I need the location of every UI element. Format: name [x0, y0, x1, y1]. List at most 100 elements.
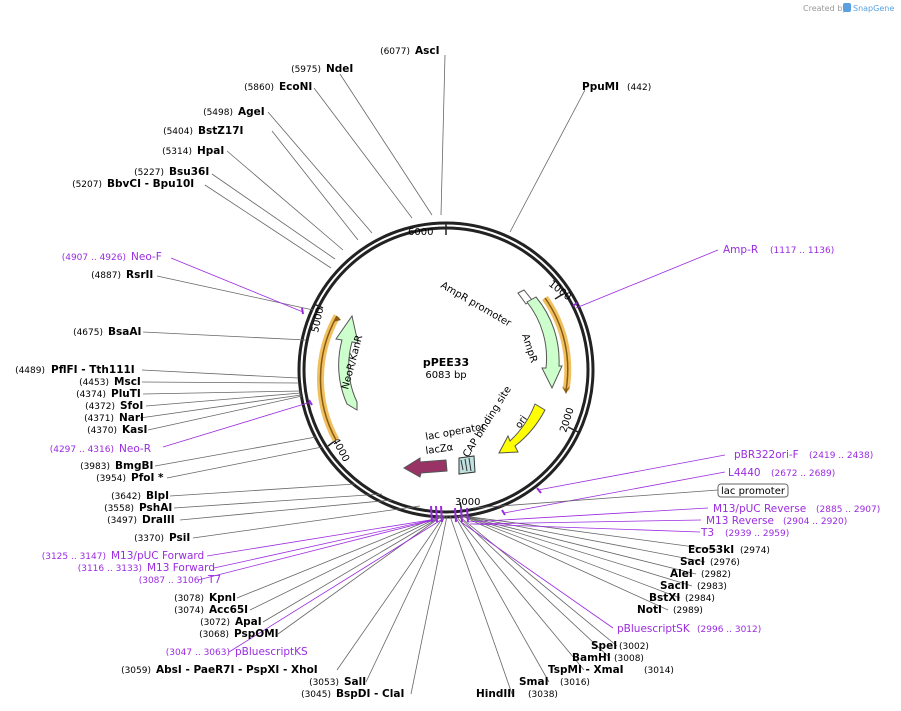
site-pos: (5227) [134, 168, 164, 178]
plasmid-length: 6083 bp [425, 370, 466, 381]
site-pos: (3045) [301, 690, 331, 700]
lac-promoter-box[interactable] [717, 483, 789, 498]
site-name[interactable]: PspOMI [234, 628, 279, 640]
site-name[interactable]: SalI [344, 676, 366, 688]
primer-pos: (3116 .. 3133) [78, 564, 142, 574]
primer-name[interactable]: pBluescriptSK [617, 623, 691, 635]
site-name[interactable]: SfoI [120, 400, 143, 412]
credit-prefix: Created by [803, 4, 847, 13]
site-name[interactable]: AgeI [238, 106, 265, 118]
site-name[interactable]: EcoNI [279, 81, 312, 93]
site-name[interactable]: BamHI [572, 652, 611, 664]
primer-labels: Amp-R (1117 .. 1136) (4907 .. 4926) Neo-… [42, 244, 881, 658]
site-name[interactable]: Acc65I [209, 604, 248, 616]
site-pos: (3983) [80, 462, 110, 472]
site-name[interactable]: PpuMI [582, 81, 619, 93]
primer-pos: (2885 .. 2907) [816, 505, 880, 515]
site-pos: (5975) [291, 65, 321, 75]
site-name[interactable]: SacI [680, 556, 705, 568]
neor-feature-arrow[interactable] [335, 314, 359, 411]
primer-pos: (2419 .. 2438) [809, 451, 873, 461]
primer-name[interactable]: pBR322ori-F [734, 449, 799, 461]
site-name[interactable]: DraIII [142, 514, 175, 526]
site-name[interactable]: AbsI - PaeR7I - PspXI - XhoI [156, 664, 318, 676]
site-name[interactable]: PluTI [111, 388, 141, 400]
site-pos: (3002) [619, 642, 649, 652]
site-pos: (3068) [199, 630, 229, 640]
site-pos: (5860) [244, 83, 274, 93]
site-name[interactable]: BstZ17I [198, 125, 243, 137]
lacz-alpha-arrow[interactable] [403, 457, 448, 478]
primer-name[interactable]: Amp-R [723, 244, 758, 256]
primer-pos: (3047 .. 3063) [166, 648, 230, 658]
site-name[interactable]: BbvCI - Bpu10I [107, 178, 194, 190]
site-name[interactable]: AscI [415, 45, 440, 57]
site-name[interactable]: AleI [670, 568, 693, 580]
site-name[interactable]: NdeI [326, 63, 353, 75]
site-name[interactable]: RsrII [126, 269, 153, 281]
site-name[interactable]: NotI [637, 604, 662, 616]
lac-promoter-leader [472, 489, 719, 509]
primer-name[interactable]: M13 Forward [147, 562, 215, 574]
site-name[interactable]: BmgBI [115, 460, 153, 472]
site-name[interactable]: PshAI [139, 502, 172, 514]
site-name[interactable]: Bsu36I [169, 166, 209, 178]
lacz-feature-box[interactable] [458, 455, 476, 475]
primer-name[interactable]: M13/pUC Reverse [713, 503, 806, 515]
neor-orange-arrowhead-icon [333, 316, 341, 322]
primer-name[interactable]: M13 Reverse [706, 515, 774, 527]
site-pos: (3370) [134, 534, 164, 544]
site-name[interactable]: PsiI [169, 532, 190, 544]
ampr-orange-arrowhead-icon [562, 386, 570, 394]
site-name[interactable]: TspMI - XmaI [548, 664, 624, 676]
site-name[interactable]: SacII [660, 580, 689, 592]
site-name[interactable]: SpeI [591, 640, 617, 652]
site-name[interactable]: ApaI [235, 616, 262, 628]
tick-3000: 3000 [455, 497, 480, 508]
lacz-hatching [460, 457, 472, 472]
site-name[interactable]: PflFI - Tth111I [51, 364, 135, 376]
site-pos: (5404) [163, 127, 193, 137]
tick-5000: 5000 [310, 306, 326, 333]
primer-name[interactable]: Neo-F [131, 251, 162, 263]
site-pos: (3008) [614, 654, 644, 664]
ampr-promoter-label: AmpR promoter [439, 280, 514, 330]
site-name[interactable]: HpaI [197, 145, 224, 157]
site-name[interactable]: MscI [114, 376, 141, 388]
lacz-label: lacZα [425, 442, 455, 457]
primer-name[interactable]: T7 [207, 574, 221, 586]
site-name[interactable]: SmaI [519, 676, 549, 688]
primer-name[interactable]: L4440 [728, 467, 761, 479]
site-name[interactable]: BstXI [649, 592, 680, 604]
site-pos: (2989) [673, 606, 703, 616]
site-pos: (2983) [697, 582, 727, 592]
site-pos: (3558) [104, 504, 134, 514]
site-pos: (3053) [309, 678, 339, 688]
ampr-label: AmpR [519, 333, 539, 365]
site-pos: (2984) [685, 594, 715, 604]
site-pos: (4371) [84, 414, 114, 424]
primer-name[interactable]: T3 [700, 527, 714, 539]
site-pos: (4370) [87, 426, 117, 436]
snapgene-logo-icon [843, 3, 851, 12]
primer-pos: (2996 .. 3012) [697, 625, 761, 635]
site-pos: (3954) [96, 474, 126, 484]
tick-marks [313, 223, 579, 513]
primer-name[interactable]: pBluescriptKS [235, 646, 308, 658]
site-name[interactable]: HindIII [476, 688, 515, 700]
ori-feature-arrow[interactable] [498, 403, 546, 454]
site-name[interactable]: BlpI [146, 490, 169, 502]
site-name[interactable]: NarI [119, 412, 144, 424]
site-name[interactable]: BspDI - ClaI [336, 688, 404, 700]
site-pos: (3059) [121, 666, 151, 676]
primer-name[interactable]: Neo-R [119, 443, 151, 455]
site-name[interactable]: Eco53kI [688, 544, 734, 556]
ampr-feature-arrow[interactable] [526, 296, 563, 390]
site-name[interactable]: KpnI [209, 592, 236, 604]
site-name[interactable]: BsaAI [108, 326, 141, 338]
site-name[interactable]: PfoI * [131, 472, 164, 484]
primer-name[interactable]: M13/pUC Forward [111, 550, 204, 562]
site-name[interactable]: KasI [122, 424, 147, 436]
site-pos: (3014) [644, 666, 674, 676]
site-pos: (3497) [107, 516, 137, 526]
